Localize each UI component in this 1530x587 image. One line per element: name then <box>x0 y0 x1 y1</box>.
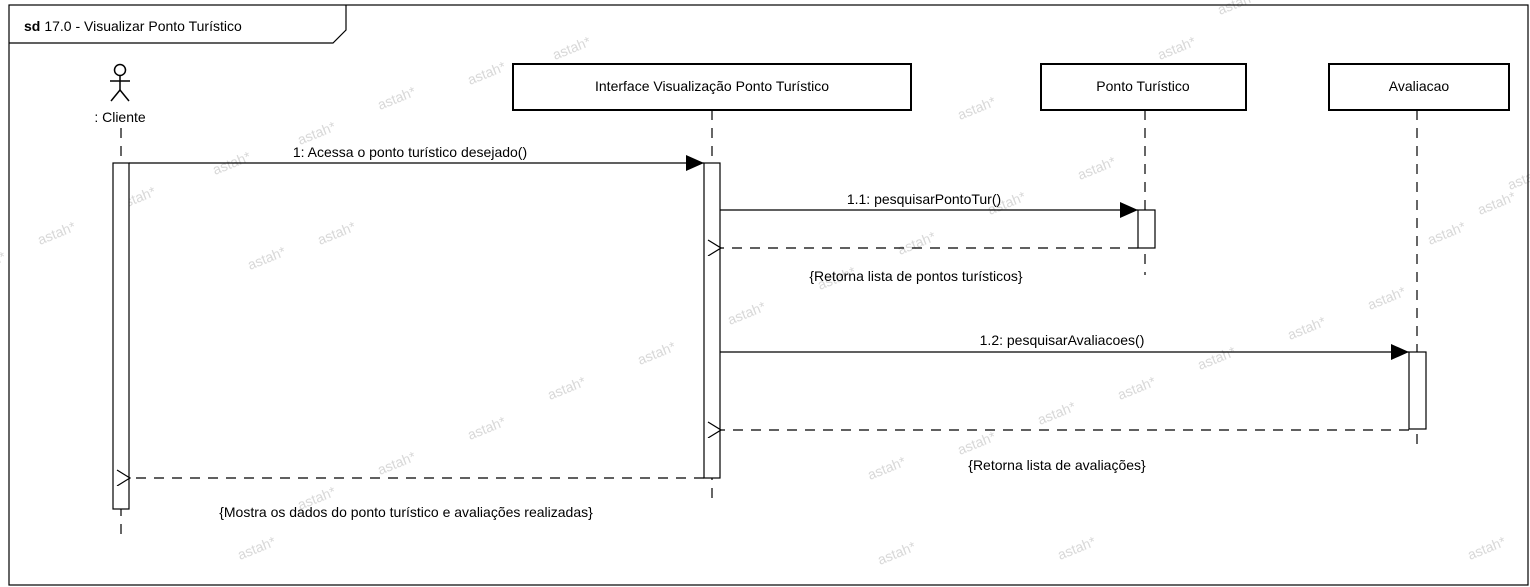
lifeline-head-ponto-turistico[interactable]: Ponto Turístico <box>1040 63 1247 111</box>
watermark-text: astah* <box>235 533 278 563</box>
return-message-1-2[interactable]: {Retorna lista de avaliações} <box>721 430 1409 473</box>
watermark-text: astah* <box>465 58 508 88</box>
activation-bar-cliente <box>112 162 130 510</box>
return-message-1-1[interactable]: {Retorna lista de pontos turísticos} <box>721 248 1138 284</box>
watermark-text: astah* <box>1505 163 1530 193</box>
watermark-text: astah* <box>875 538 918 568</box>
lifeline-head-avaliacao[interactable]: Avaliacao <box>1328 63 1510 111</box>
watermark-text: astah* <box>245 243 288 273</box>
return-label: {Retorna lista de avaliações} <box>968 457 1146 473</box>
watermark-text: astah* <box>465 413 508 443</box>
lifeline-label-ponto-turistico: Ponto Turístico <box>1096 78 1190 94</box>
frame-keyword: sd <box>24 18 40 34</box>
watermark-text: astah* <box>895 228 938 258</box>
watermark-text: astah* <box>375 448 418 478</box>
message-1-1[interactable]: 1.1: pesquisarPontoTur() <box>720 191 1138 218</box>
watermark-text: astah* <box>1155 33 1198 63</box>
watermark-text: astah* <box>865 453 908 483</box>
watermark-text: astah* <box>1465 533 1508 563</box>
stick-figure-icon <box>110 63 130 102</box>
watermark-text: astah* <box>725 298 768 328</box>
watermark-text: astah* <box>1075 153 1118 183</box>
watermark-text: astah* <box>550 33 593 63</box>
message-1-2[interactable]: 1.2: pesquisarAvaliacoes() <box>720 332 1409 360</box>
watermark-text: astah* <box>1365 283 1408 313</box>
message-label: 1.2: pesquisarAvaliacoes() <box>980 332 1145 348</box>
watermark-text: astah* <box>375 83 418 113</box>
watermark-text: astah* <box>315 218 358 248</box>
watermark-text: astah* <box>955 428 998 458</box>
watermark-text: astah* <box>1055 533 1098 563</box>
watermark-text: astah* <box>1115 373 1158 403</box>
actor-label: : Cliente <box>94 109 146 125</box>
watermark-text: astah* <box>1035 398 1078 428</box>
activation-bar-interface <box>703 162 721 479</box>
watermark-text: astah* <box>1425 218 1468 248</box>
watermark-text: astah* <box>0 248 8 278</box>
watermark-text: astah* <box>1195 343 1238 373</box>
watermark-text: astah* <box>35 218 78 248</box>
frame-title-text: 17.0 - Visualizar Ponto Turístico <box>44 18 242 34</box>
return-message-1[interactable]: {Mostra os dados do ponto turístico e av… <box>130 478 704 520</box>
lifeline-head-interface[interactable]: Interface Visualização Ponto Turístico <box>512 63 912 111</box>
activation-bar-avaliacao <box>1408 351 1427 430</box>
watermark-text: astah* <box>545 373 588 403</box>
watermark-text: astah* <box>1215 0 1258 18</box>
return-label: {Mostra os dados do ponto turístico e av… <box>219 504 593 520</box>
lifeline-label-interface: Interface Visualização Ponto Turístico <box>595 78 829 94</box>
activation-bar-ponto-turistico <box>1137 209 1156 249</box>
watermark-text: astah* <box>1285 313 1328 343</box>
message-label: 1: Acessa o ponto turístico desejado() <box>293 144 527 160</box>
watermark-text: astah* <box>955 93 998 123</box>
return-label: {Retorna lista de pontos turísticos} <box>809 268 1023 284</box>
watermark-text: astah* <box>635 338 678 368</box>
message-1[interactable]: 1: Acessa o ponto turístico desejado() <box>129 144 704 171</box>
lifeline-label-avaliacao: Avaliacao <box>1389 78 1450 94</box>
message-label: 1.1: pesquisarPontoTur() <box>847 191 1001 207</box>
actor-cliente[interactable]: : Cliente <box>94 63 146 126</box>
